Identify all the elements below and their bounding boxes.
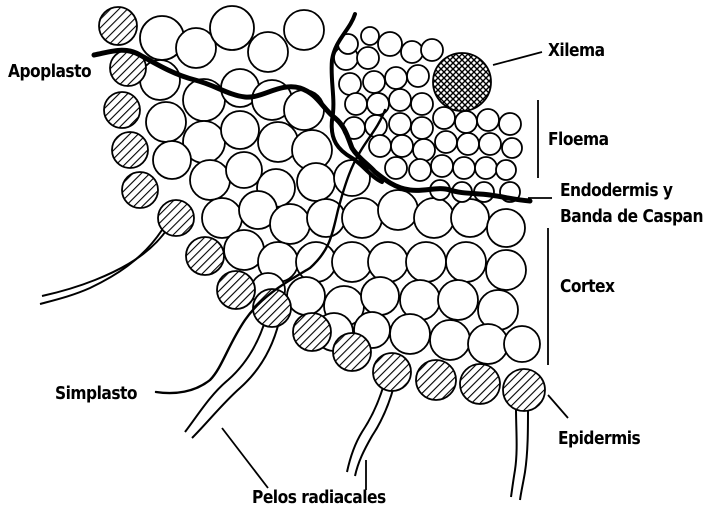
vascular-cell [433,107,455,129]
root-hair [355,386,394,476]
cortex-cell [451,199,489,237]
cortex-cell [468,324,508,364]
epidermis-cell [122,172,158,208]
vascular-cell [357,47,379,69]
vascular-cell [411,93,433,115]
vascular-cell [407,65,429,87]
cortex-cell [361,277,399,315]
epidermis-label: Epidermis [558,428,640,450]
cortex-cell [226,152,262,188]
vascular-cell [457,133,479,155]
cortex-cell [210,6,254,50]
vascular-cell [369,135,391,157]
cortex-label: Cortex [560,276,614,298]
cortex-cell [297,163,335,201]
epidermis-cell [333,333,371,371]
root-hair [42,228,168,296]
vascular-cell [345,93,367,115]
vascular-cell [401,41,423,63]
vascular-cell [477,109,499,131]
epidermis-cell [112,132,148,168]
vascular-cell [502,138,522,158]
vascular-cell [413,139,435,161]
vascular-cell [411,117,433,139]
cortex-cell [287,277,325,315]
cortex-cell [406,242,446,282]
cortex-cell [221,111,259,149]
cortex-cell [368,242,408,282]
epidermis-cell [158,200,194,236]
epidermis-cell [253,289,291,327]
vascular-cell [378,32,402,56]
vascular-cell [389,113,411,135]
vascular-cell [499,113,521,135]
cortex-cell [390,314,430,354]
vascular-cell [435,131,457,153]
vascular-cell [391,135,413,157]
vascular-cell [339,73,361,95]
pelos-radicales-label: Pelos radiacales [252,487,386,509]
endodermis-label-line2: Banda de Caspan [560,206,703,228]
cortex-cell [487,209,525,247]
epidermis-cell [217,271,255,309]
epidermis-cell [503,369,545,411]
epidermis-cell [460,364,500,404]
epidermis-cell [186,237,224,275]
cortex-cell [146,102,186,142]
cortex-cell [284,10,324,50]
cortex-cell [190,160,230,200]
cortex-cell [284,90,324,130]
simplasto-label: Simplasto [55,383,137,405]
epidermis-cell [373,353,411,391]
vascular-cell [496,160,516,180]
vascular-cell [455,111,477,133]
root-hair [511,408,517,497]
vascular-cell [431,155,453,177]
vascular-cell [361,27,379,45]
cortex-cell [504,326,540,362]
floema-label: Floema [548,129,608,151]
vascular-cell [453,157,475,179]
xylem-vessel [433,53,491,111]
apoplasto-label: Apoplasto [8,61,91,83]
epidermis-cell [99,7,137,45]
vascular-cell [363,71,385,93]
vascular-cell [385,157,407,179]
cortex-cell [446,242,486,282]
endodermis-label-line1: Endodermis y [560,180,672,202]
epidermis-cell [104,92,140,128]
cortex-cell [414,198,454,238]
cortex-cell [342,198,382,238]
xilema-label: Xilema [548,40,605,62]
vascular-cell [367,93,389,115]
vascular-cell [385,67,407,89]
root-hair [192,322,279,438]
cortex-cell [248,32,288,72]
vascular-cell [389,89,411,111]
root-hair [520,408,528,500]
vascular-cell [421,39,443,61]
cortex-cell [378,190,418,230]
vascular-cell [409,159,431,181]
cortex-cell [486,250,526,290]
cortex-cell [332,242,372,282]
cortex-cell [153,141,191,179]
epidermis-cell [293,313,331,351]
vascular-cell [475,157,497,179]
cortex-cell [430,320,470,360]
cortex-cell [438,280,478,320]
cortex-cell [270,204,310,244]
vascular-cell [479,133,501,155]
epidermis-cell [416,360,456,400]
root-hair [347,384,384,472]
